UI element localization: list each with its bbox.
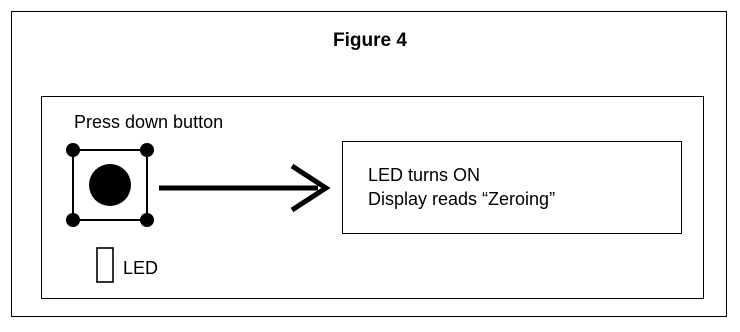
button-plunger — [89, 164, 131, 206]
led-indicator-icon — [96, 247, 114, 283]
result-led-status: LED turns ON — [368, 165, 481, 185]
figure-title: Figure 4 — [333, 30, 407, 51]
button-corner-dot — [140, 143, 154, 157]
arrow-head — [290, 163, 331, 213]
result-box — [342, 141, 682, 234]
button-corner-dot — [66, 143, 80, 157]
diagram-frame — [41, 96, 704, 299]
push-button-icon — [66, 143, 154, 227]
right-arrow-icon — [159, 163, 331, 213]
result-display-status: Display reads “Zeroing” — [368, 189, 556, 209]
button-corner-dot — [140, 213, 154, 227]
led-label: LED — [123, 258, 159, 278]
button-housing — [72, 149, 148, 221]
button-corner-dot — [66, 213, 80, 227]
instruction-label: Press down button — [74, 112, 224, 132]
outer-frame — [11, 11, 727, 317]
